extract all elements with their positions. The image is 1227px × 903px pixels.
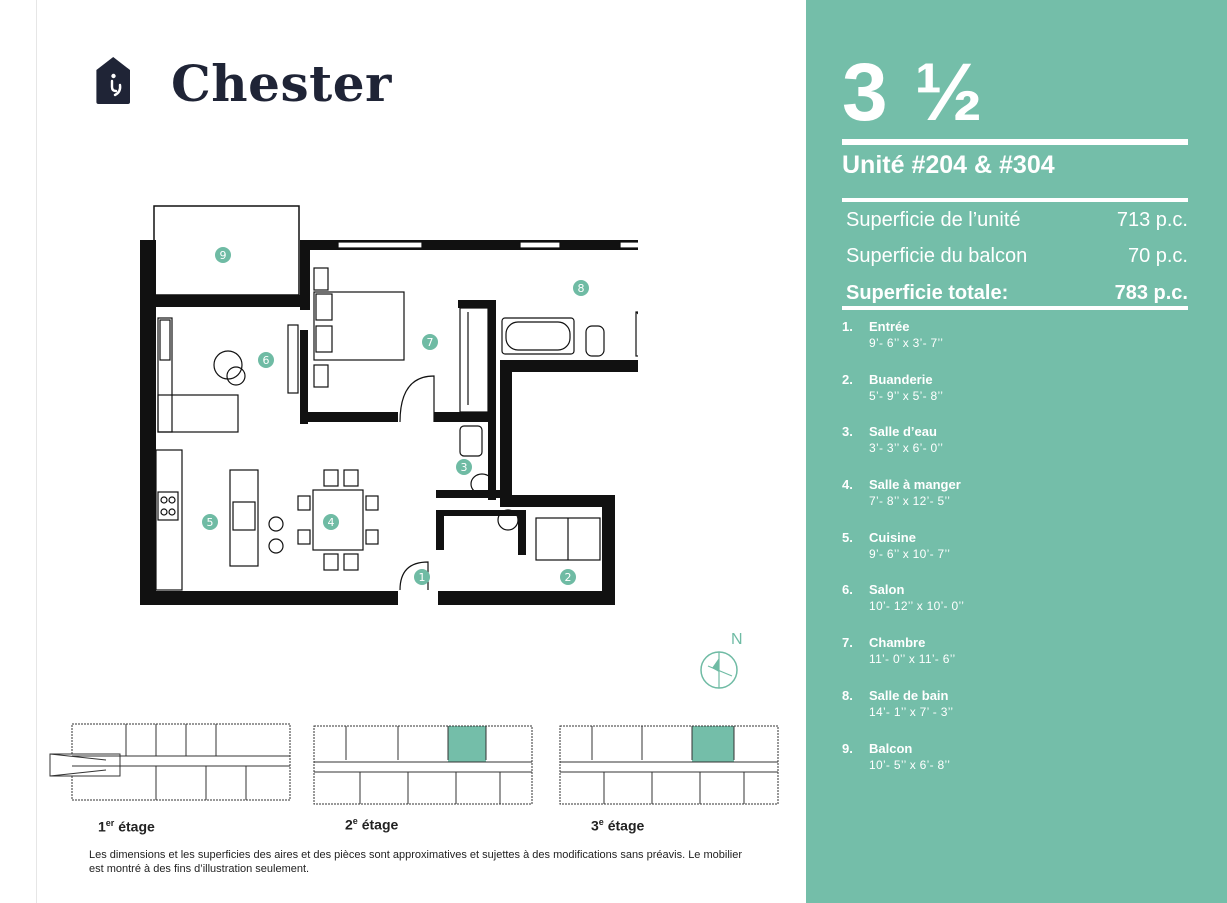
house-logo-icon	[96, 57, 130, 104]
list-item: 2. Buanderie 5’- 9’’ x 5’- 8’’	[842, 371, 944, 403]
divider	[842, 306, 1188, 310]
marker-4: 4	[328, 516, 335, 529]
area-label: Superficie de l’unité	[846, 209, 1021, 231]
list-item: 5. Cuisine 9’- 6’’ x 10’- 7’’	[842, 529, 951, 561]
list-item: 8. Salle de bain 14’- 1’’ x 7’ - 3’’	[842, 687, 954, 719]
area-value: 713 p.c.	[1116, 209, 1188, 231]
marker-9: 9	[220, 249, 227, 262]
marker-6: 6	[263, 354, 270, 367]
room-list: 1. Entrée 9’- 6’’ x 3’- 7’’ 2. Buanderie…	[842, 319, 1182, 793]
divider	[842, 198, 1188, 202]
list-item: 3. Salle d’eau 3’- 3’’ x 6’- 0’’	[842, 424, 944, 456]
marker-7: 7	[427, 336, 434, 349]
total-label: Superficie totale:	[846, 282, 1009, 304]
list-item: 4. Salle à manger 7’- 8’’ x 12’- 5’’	[842, 477, 961, 509]
brand-name: Chester	[171, 54, 392, 113]
area-row-balcony: Superficie du balcon 70 p.c.	[846, 244, 1188, 268]
list-item: 7. Chambre 11’- 0’’ x 11’- 6’’	[842, 635, 956, 667]
marker-3: 3	[461, 461, 468, 474]
floor-1-label: 1er étage	[98, 818, 155, 835]
total-value: 783 p.c.	[1114, 282, 1188, 304]
marker-2: 2	[565, 571, 572, 584]
list-item: 9. Balcon 10’- 5’’ x 6’- 8’’	[842, 740, 951, 772]
floor-2-key-plan	[313, 725, 533, 805]
compass-label: N	[731, 631, 743, 648]
unit-info-panel: 3 ½ Unité #204 & #304 Superficie de l’un…	[806, 0, 1227, 903]
floor-3-label: 3e étage	[591, 817, 645, 834]
floor-3-key-plan	[559, 725, 779, 805]
page-gutter	[0, 0, 37, 903]
area-value: 70 p.c.	[1127, 245, 1188, 267]
unit-title: Unité #204 & #304	[842, 151, 1055, 179]
disclaimer-text: Les dimensions et les superficies des ai…	[89, 849, 742, 875]
unit-type: 3 ½	[842, 47, 985, 138]
divider	[842, 139, 1188, 145]
marker-5: 5	[207, 516, 214, 529]
area-label: Superficie du balcon	[846, 245, 1028, 267]
floor-2-label: 2e étage	[345, 816, 399, 833]
north-compass-icon: N	[700, 631, 743, 689]
list-item: 1. Entrée 9’- 6’’ x 3’- 7’’	[842, 319, 944, 350]
list-item: 6. Salon 10’- 12’’ x 10’- 0’’	[842, 582, 965, 614]
marker-8: 8	[578, 282, 585, 295]
unit-floor-plan: 1 2 3 4 5 6 7 8 9	[140, 205, 638, 605]
area-row-unit: Superficie de l’unité 713 p.c.	[846, 208, 1188, 232]
marker-1: 1	[419, 571, 426, 584]
area-row-total: Superficie totale: 783 p.c.	[846, 281, 1188, 305]
floorplan-page	[37, 0, 806, 903]
floor-1-key-plan	[49, 723, 291, 801]
